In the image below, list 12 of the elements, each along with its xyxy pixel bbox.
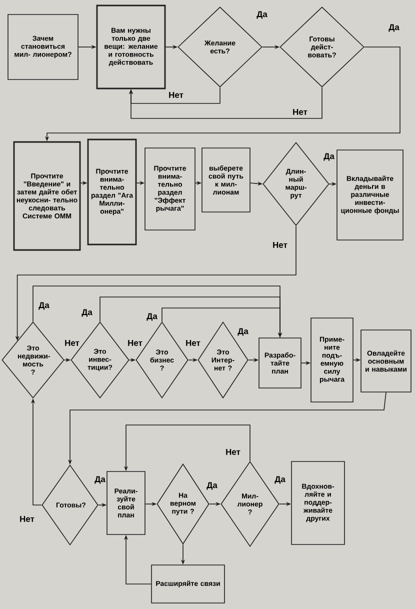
- edge-label: Да: [38, 301, 50, 311]
- arrow: [128, 87, 220, 104]
- edge-label: Да: [80, 308, 94, 318]
- edge-label: Нет: [272, 241, 288, 249]
- edge-label: Да: [236, 327, 250, 337]
- arrow: [128, 87, 322, 119]
- edge-label: Да: [146, 312, 158, 322]
- edge-label: Нет: [18, 515, 36, 523]
- edge-label: Нет: [292, 108, 308, 116]
- edge-label: Нет: [224, 448, 242, 456]
- edge-label: Нет: [168, 91, 184, 99]
- edge-label: Да: [388, 23, 400, 33]
